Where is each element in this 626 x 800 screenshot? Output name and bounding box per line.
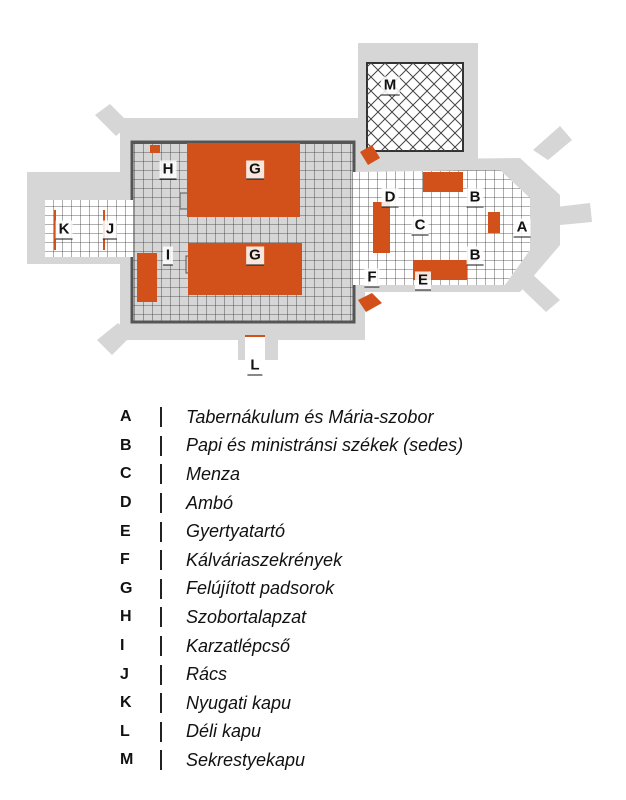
label-i: I: [162, 246, 174, 266]
legend-divider: [160, 750, 162, 771]
legend-text: Ambó: [186, 492, 234, 513]
legend-divider: [160, 578, 162, 599]
legend-key: L: [120, 722, 130, 740]
label-f: F: [364, 268, 380, 288]
legend-divider: [160, 435, 162, 456]
legend-key: A: [120, 408, 132, 426]
label-l: L: [247, 356, 263, 376]
label-d: D: [381, 188, 399, 208]
label-m: M: [380, 76, 400, 96]
legend-key: I: [120, 637, 125, 655]
legend-item: A Tabernákulum és Mária-szobor: [120, 403, 463, 432]
legend-key: B: [120, 436, 132, 454]
legend-text: Menza: [186, 463, 241, 484]
legend-key: M: [120, 751, 134, 769]
legend-item: L Déli kapu: [120, 718, 463, 747]
legend-text: Papi és ministránsi székek (sedes): [186, 435, 464, 456]
legend-text: Déli kapu: [186, 721, 262, 742]
legend-key: K: [120, 694, 132, 712]
legend-item: C Menza: [120, 460, 463, 489]
legend-text: Sekrestyekapu: [186, 749, 306, 770]
legend-item: I Karzatlépcső: [120, 632, 463, 661]
legend-item: D Ambó: [120, 489, 463, 518]
pews-north: [187, 143, 300, 217]
legend-divider: [160, 407, 162, 428]
legend-text: Kálváriaszekrények: [186, 549, 343, 570]
legend-divider: [160, 636, 162, 657]
label-e: E: [414, 271, 432, 291]
legend-text: Rács: [186, 664, 228, 685]
gallery-stairs: [137, 253, 157, 302]
label-j: J: [102, 220, 118, 240]
legend-divider: [160, 521, 162, 542]
calvary-north: [360, 145, 380, 165]
label-g-north: G: [246, 160, 264, 180]
legend-key: D: [120, 494, 132, 512]
legend-text: Felújított padsorok: [186, 578, 335, 599]
legend-text: Karzatlépcső: [186, 635, 291, 656]
floor-plan: [27, 43, 592, 360]
legend-divider: [160, 721, 162, 742]
legend-item: J Rács: [120, 660, 463, 689]
legend-item: K Nyugati kapu: [120, 689, 463, 718]
legend-key: C: [120, 465, 132, 483]
highlighted-features: [137, 143, 500, 312]
label-b-north: B: [466, 188, 484, 208]
legend-text: Tabernákulum és Mária-szobor: [186, 406, 434, 427]
calvary-south: [358, 293, 382, 312]
label-c: C: [411, 216, 429, 236]
legend-key: J: [120, 665, 129, 683]
legend-divider: [160, 607, 162, 628]
label-b-south: B: [466, 246, 484, 266]
legend-key: G: [120, 579, 133, 597]
legend-divider: [160, 493, 162, 514]
legend-key: H: [120, 608, 132, 626]
legend-divider: [160, 664, 162, 685]
legend-divider: [160, 693, 162, 714]
legend-item: F Kálváriaszekrények: [120, 546, 463, 575]
label-g-south: G: [246, 246, 264, 266]
legend-text: Gyertyatartó: [186, 521, 286, 542]
statue-base: [150, 145, 160, 153]
label-h: H: [159, 160, 177, 180]
tabernacle: [488, 212, 500, 233]
legend-key: F: [120, 551, 130, 569]
label-a: A: [513, 218, 531, 238]
legend-key: E: [120, 522, 131, 540]
altar-table: [373, 202, 390, 253]
legend-divider: [160, 550, 162, 571]
pews-south: [188, 243, 302, 295]
legend-item: E Gyertyatartó: [120, 517, 463, 546]
legend-text: Nyugati kapu: [186, 692, 292, 713]
legend-divider: [160, 464, 162, 485]
legend-text: Szobortalapzat: [186, 606, 307, 627]
legend-item: B Papi és ministránsi székek (sedes): [120, 432, 463, 461]
legend-item: H Szobortalapzat: [120, 603, 463, 632]
sedes-north: [423, 172, 463, 192]
label-k: K: [55, 220, 73, 240]
legend-item: G Felújított padsorok: [120, 575, 463, 604]
legend-item: M Sekrestyekapu: [120, 746, 463, 775]
